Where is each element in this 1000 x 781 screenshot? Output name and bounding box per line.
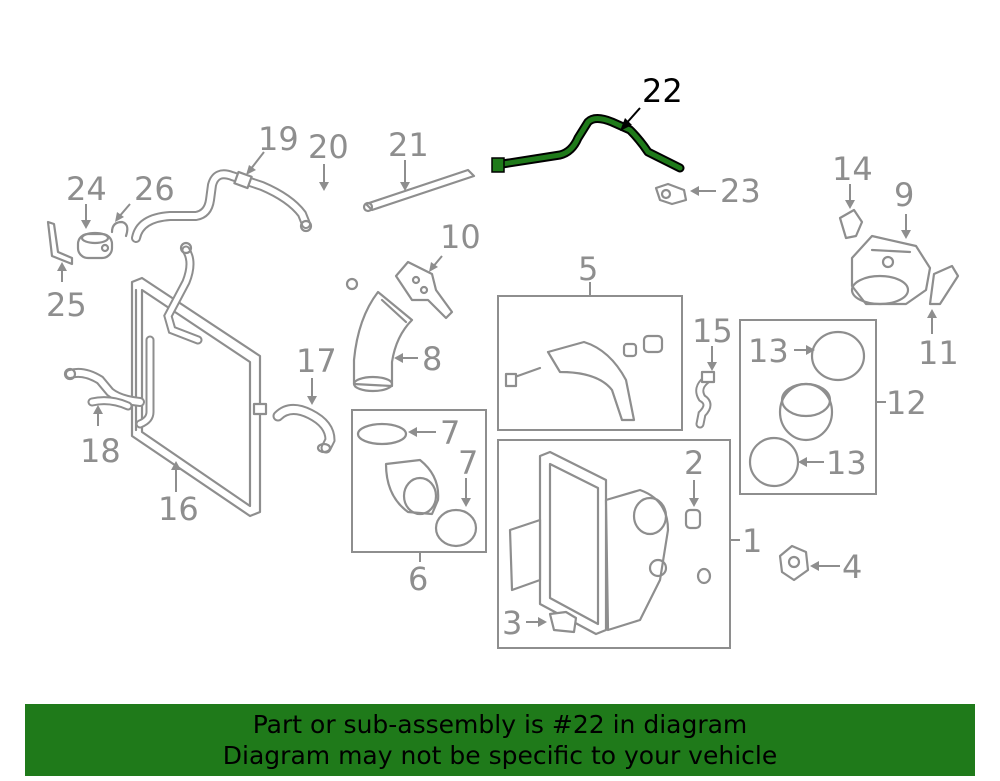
callout-23: 23 xyxy=(720,172,761,210)
arrow-25 xyxy=(57,262,67,271)
part-3-mount[interactable] xyxy=(548,610,578,634)
part-15-hose[interactable] xyxy=(695,370,716,429)
part-24-reservoir[interactable] xyxy=(76,231,114,260)
arrow-3 xyxy=(538,617,547,627)
callout-4: 4 xyxy=(842,548,862,586)
group-1-box xyxy=(497,439,731,649)
part-6-duct-assembly[interactable] xyxy=(384,458,440,516)
part-25-bracket[interactable] xyxy=(46,220,74,266)
part-21-pipe[interactable] xyxy=(362,168,476,213)
part-4-sensor[interactable] xyxy=(778,544,810,582)
arrow-9 xyxy=(901,230,911,239)
part-23-connector[interactable] xyxy=(654,182,688,206)
callout-7b: 7 xyxy=(458,444,478,482)
arrow-23 xyxy=(690,186,699,196)
part-2-clip[interactable] xyxy=(684,508,702,530)
callout-13b: 13 xyxy=(826,444,867,482)
part-18-hose[interactable] xyxy=(63,367,145,411)
arrow-7b xyxy=(461,498,471,507)
arrow-24 xyxy=(81,220,91,229)
callout-9: 9 xyxy=(894,176,914,214)
part-17-hose[interactable] xyxy=(272,404,336,454)
part-12-coupling[interactable] xyxy=(778,382,834,442)
arrow-14 xyxy=(845,200,855,209)
arrow-8 xyxy=(394,353,403,363)
part-1-intercooler[interactable] xyxy=(508,450,670,636)
callout-11: 11 xyxy=(918,334,959,372)
callout-26: 26 xyxy=(134,170,175,208)
arrow-15 xyxy=(707,362,717,371)
callout-8: 8 xyxy=(422,340,442,378)
arrow-20 xyxy=(319,182,329,191)
callout-18: 18 xyxy=(80,432,121,470)
callout-25: 25 xyxy=(46,286,87,324)
part-9-filter-housing[interactable] xyxy=(850,234,932,306)
banner-line-2: Diagram may not be specific to your vehi… xyxy=(222,741,778,770)
part-13-clamp-upper[interactable] xyxy=(810,330,866,382)
callout-17: 17 xyxy=(296,342,337,380)
callout-12: 12 xyxy=(886,384,927,422)
part-7-gasket-upper[interactable] xyxy=(356,422,408,446)
callout-21: 21 xyxy=(388,126,429,164)
part-13-clamp-lower[interactable] xyxy=(748,436,800,488)
banner-line-1: Part or sub-assembly is #22 in diagram xyxy=(252,710,748,739)
callout-14: 14 xyxy=(832,150,873,188)
part-11-gasket[interactable] xyxy=(928,264,960,306)
part-10-bracket[interactable] xyxy=(394,260,454,320)
info-banner: Part or sub-assembly is #22 in diagram D… xyxy=(25,704,975,776)
part-26-clamp[interactable] xyxy=(110,220,129,238)
callout-16: 16 xyxy=(158,490,199,528)
callout-7a: 7 xyxy=(440,414,460,452)
arrow-16 xyxy=(171,461,181,470)
arrow-13b xyxy=(798,457,807,467)
callout-24: 24 xyxy=(66,170,107,208)
arrow-17 xyxy=(307,396,317,405)
leader-19 xyxy=(249,151,265,171)
arrow-18 xyxy=(93,405,103,414)
group-12-box xyxy=(739,319,877,495)
callout-15: 15 xyxy=(692,312,733,350)
arrow-19 xyxy=(246,165,256,175)
parts-diagram: 22 23 21 20 19 24 xyxy=(46,72,960,649)
callout-2: 2 xyxy=(684,444,704,482)
arrow-2 xyxy=(689,498,699,507)
part-1-o-ring xyxy=(696,567,712,585)
arrow-22 xyxy=(620,118,632,131)
part-5-bracket-assembly[interactable] xyxy=(504,334,664,422)
callout-22: 22 xyxy=(642,72,683,110)
arrow-10 xyxy=(429,262,438,272)
callout-5: 5 xyxy=(578,250,598,288)
callout-6: 6 xyxy=(408,560,428,598)
callout-10: 10 xyxy=(440,218,481,256)
part-8-air-duct[interactable] xyxy=(352,290,414,393)
callout-13a: 13 xyxy=(748,332,789,370)
part-14-sensor[interactable] xyxy=(838,208,864,240)
part-7-gasket-lower[interactable] xyxy=(434,508,478,548)
arrow-21 xyxy=(400,182,410,191)
arrow-11 xyxy=(927,309,937,318)
part-19-hose[interactable] xyxy=(131,169,313,243)
arrow-4 xyxy=(810,561,819,571)
callout-19: 19 xyxy=(258,120,299,158)
part-16-radiator[interactable] xyxy=(130,241,268,518)
callout-3: 3 xyxy=(502,604,522,642)
callout-1: 1 xyxy=(742,522,762,560)
part-20-hose[interactable] xyxy=(315,187,359,291)
arrow-7a xyxy=(408,427,417,437)
part-22-hose[interactable] xyxy=(491,114,685,173)
arrow-26 xyxy=(115,212,124,222)
arrow-13a xyxy=(806,345,815,355)
callout-20: 20 xyxy=(308,128,349,166)
